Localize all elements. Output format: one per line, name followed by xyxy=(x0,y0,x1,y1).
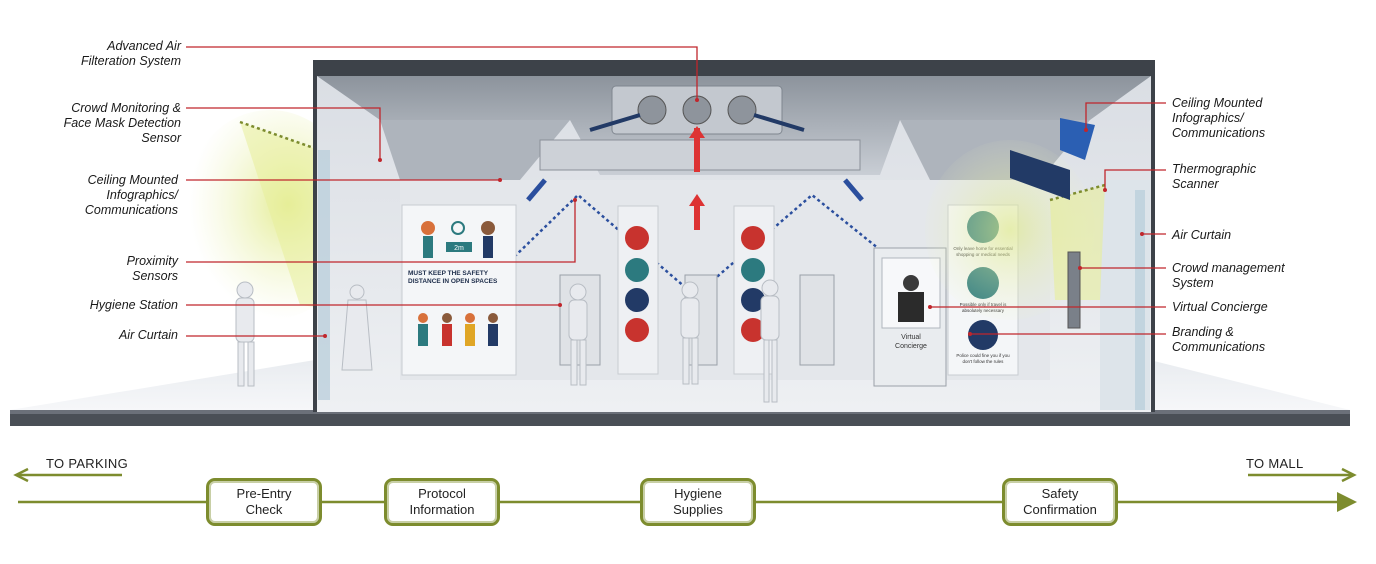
label-crowd-management: Crowd management System xyxy=(1172,261,1285,290)
crowd-management-display xyxy=(1067,251,1081,329)
label-air-curtain-right: Air Curtain xyxy=(1172,228,1232,242)
stage-pre-entry-check: Pre-Entry Check xyxy=(206,478,322,526)
stage-safety-confirmation: Safety Confirmation xyxy=(1002,478,1118,526)
people-silhouettes xyxy=(235,279,780,403)
to-mall-label: TO MALL xyxy=(1246,456,1304,471)
label-proximity-sensors: Proximity Sensors xyxy=(126,254,178,283)
callout-lines xyxy=(186,46,1166,337)
right-panel-line3: Police could fine you if you don't follo… xyxy=(956,353,1010,364)
label-ceiling-infographics-left: Ceiling Mounted Infographics/ Communicat… xyxy=(84,173,178,217)
air-filtration-unit xyxy=(526,85,864,230)
to-parking-label: TO PARKING xyxy=(46,456,128,471)
label-ceiling-infographics-right: Ceiling Mounted Infographics/ Communicat… xyxy=(1172,96,1266,140)
label-branding: Branding & Communications xyxy=(1172,325,1266,354)
label-air-curtain-left: Air Curtain xyxy=(118,328,178,342)
stage-hygiene-supplies: Hygiene Supplies xyxy=(640,478,756,526)
label-hygiene-station: Hygiene Station xyxy=(89,298,178,312)
right-scanner-glow xyxy=(925,118,1106,320)
safety-distance-text: MUST KEEP THE SAFETY DISTANCE IN OPEN SP… xyxy=(408,270,498,285)
hygiene-column-left xyxy=(617,205,659,375)
callout-dots xyxy=(323,98,1144,338)
virtual-concierge-kiosk: Virtual Concierge xyxy=(873,247,947,387)
safety-distance-panel: 2m MUST KEEP THE SAFETY DISTANCE IN OPEN… xyxy=(401,204,517,376)
distance-label: 2m xyxy=(454,245,464,252)
label-crowd-monitoring: Crowd Monitoring & Face Mask Detection S… xyxy=(63,101,181,145)
label-advanced-air-filtration: Advanced Air Filteration System xyxy=(80,39,181,68)
kiosk-label: Virtual Concierge xyxy=(895,334,927,350)
label-thermographic-scanner: Thermographic Scanner xyxy=(1172,162,1257,191)
label-virtual-concierge: Virtual Concierge xyxy=(1172,300,1268,314)
stage-protocol-information: Protocol Information xyxy=(384,478,500,526)
